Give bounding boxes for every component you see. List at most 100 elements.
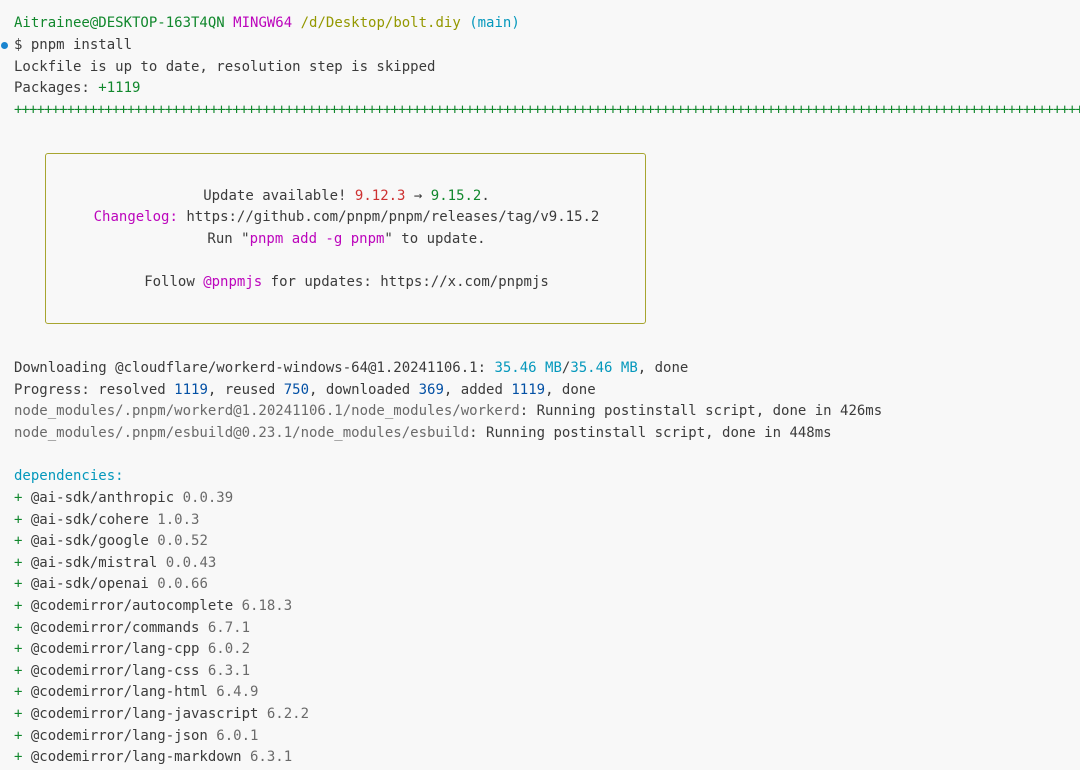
dependency-item: + @codemirror/commands 6.7.1 [14,618,250,639]
dependency-item: + @codemirror/lang-html 6.4.9 [14,682,258,703]
dependency-name: @codemirror/lang-javascript [30,706,259,722]
download-size-done: 35.46 MB [494,360,562,376]
dependency-item: + @codemirror/lang-javascript 6.2.2 [14,704,309,725]
prompt-path: /d/Desktop/bolt.diy [300,15,461,31]
dependency-added-marker: + [14,554,31,571]
dependency-version: 6.0.2 [199,641,251,658]
dependency-item: + @codemirror/autocomplete 6.18.3 [14,596,292,617]
download-suffix: , done [637,360,689,376]
update-notice-box: Update available! 9.12.3 → 9.15.2. Chang… [45,153,646,324]
version-arrow: → [405,188,431,204]
changelog-url[interactable]: https://github.com/pnpm/pnpm/releases/ta… [177,209,600,225]
dependency-version: 6.2.2 [258,706,310,722]
dependency-added-marker: + [14,749,31,766]
run-prefix: Run " [207,231,250,247]
progress-downloaded-label: , downloaded [309,382,419,398]
dependency-name: @ai-sdk/mistral [30,554,158,571]
dependency-name: @codemirror/lang-css [30,662,200,679]
dependency-added-marker: + [14,706,31,722]
download-slash: / [561,360,571,376]
progress-added-label: , added [443,382,512,398]
dependency-item: + @ai-sdk/mistral 0.0.43 [14,553,216,574]
update-available-text: Update available! [203,188,355,204]
install-progress-bar: ++++++++++++++++++++++++++++++++++++++++… [14,102,1080,118]
postinstall-message: : Running postinstall script, done in 44… [469,425,832,441]
dependency-name: @codemirror/lang-json [30,727,208,744]
dependency-version: 1.0.3 [148,511,200,528]
dependency-added-marker: + [14,598,31,614]
lockfile-line: Lockfile is up to date, resolution step … [14,59,436,75]
dependency-name: @ai-sdk/openai [30,576,149,593]
dependency-added-marker: + [14,619,31,636]
dependency-added-marker: + [14,576,31,593]
changelog-line: Changelog: https://github.com/pnpm/pnpm/… [46,207,647,228]
dependency-version: 0.0.43 [157,554,217,571]
dependency-version: 6.0.1 [207,727,259,744]
dependency-added-marker: + [14,511,31,528]
dependency-item: + @codemirror/lang-markdown 6.3.1 [14,747,292,768]
dependency-name: @codemirror/commands [30,619,200,636]
progress-suffix: , done [545,382,596,398]
dependency-version: 0.0.66 [148,576,208,593]
dependency-added-marker: + [14,641,31,658]
follow-prefix: Follow [144,274,204,290]
dependency-version: 6.4.9 [207,684,259,701]
changelog-label: Changelog: [93,209,178,225]
progress-reused: 750 [283,382,310,398]
dependency-version: 6.3.1 [199,662,251,679]
run-command-line: Run "pnpm add -g pnpm" to update. [46,229,647,250]
prompt-branch: (main) [469,15,520,31]
update-available-line: Update available! 9.12.3 → 9.15.2. [46,186,647,207]
postinstall-path: node_modules/.pnpm/esbuild@0.23.1/node_m… [14,425,470,441]
dependency-item: + @ai-sdk/google 0.0.52 [14,531,208,552]
command-status-dot-icon[interactable] [1,42,8,49]
postinstall-path: node_modules/.pnpm/workerd@1.20241106.1/… [14,403,520,419]
dependency-name: @codemirror/lang-cpp [30,641,200,658]
dependency-name: @ai-sdk/cohere [30,511,149,528]
dependency-version: 6.18.3 [233,598,293,614]
postinstall-message: : Running postinstall script, done in 42… [519,403,883,419]
packages-count: +1119 [98,80,141,96]
dependency-item: + @codemirror/lang-css 6.3.1 [14,661,250,682]
dependency-item: + @ai-sdk/anthropic 0.0.39 [14,488,233,509]
download-line: Downloading @cloudflare/workerd-windows-… [14,358,688,379]
download-prefix: Downloading [14,360,116,376]
dependency-item: + @ai-sdk/cohere 1.0.3 [14,510,199,531]
progress-reused-label: , reused [207,382,284,398]
new-version: 9.15.2 [430,188,482,204]
dependency-name: @ai-sdk/google [30,533,149,550]
dependency-version: 0.0.39 [174,490,234,506]
follow-handle: @pnpmjs [203,274,263,290]
dependency-name: @codemirror/lang-markdown [30,749,242,766]
progress-downloaded: 369 [418,382,444,398]
run-suffix: " to update. [384,231,486,247]
shell-prompt: Aitrainee@DESKTOP-163T4QN MINGW64 /d/Des… [14,13,520,34]
prompt-user-host: Aitrainee@DESKTOP-163T4QN [14,15,225,31]
current-version: 9.12.3 [354,188,406,204]
dependency-version: 6.3.1 [241,749,293,766]
follow-suffix[interactable]: for updates: https://x.com/pnpmjs [262,274,549,290]
progress-line: Progress: resolved 1119, reused 750, dow… [14,380,596,401]
postinstall-line: node_modules/.pnpm/esbuild@0.23.1/node_m… [14,423,832,444]
dependency-name: @ai-sdk/anthropic [30,490,175,506]
follow-line: Follow @pnpmjs for updates: https://x.co… [46,272,647,293]
dependency-added-marker: + [14,662,31,679]
prompt-shell: MINGW64 [233,15,293,31]
dependency-item: + @codemirror/lang-cpp 6.0.2 [14,639,250,660]
dependency-added-marker: + [14,490,31,506]
progress-resolved: 1119 [174,382,208,398]
dependency-item: + @codemirror/lang-json 6.0.1 [14,726,258,747]
packages-label: Packages: [14,80,99,96]
command-line: $ pnpm install [14,37,133,53]
dependency-name: @codemirror/autocomplete [30,598,234,614]
update-period: . [481,188,490,204]
dependency-version: 0.0.52 [148,533,208,550]
dependency-item: + @ai-sdk/openai 0.0.66 [14,574,208,595]
progress-added: 1119 [511,382,546,398]
postinstall-line: node_modules/.pnpm/workerd@1.20241106.1/… [14,401,882,422]
download-colon: : [477,360,495,376]
dependencies-header: dependencies: [14,468,124,484]
dependency-added-marker: + [14,727,31,744]
download-size-total: 35.46 MB [570,360,638,376]
